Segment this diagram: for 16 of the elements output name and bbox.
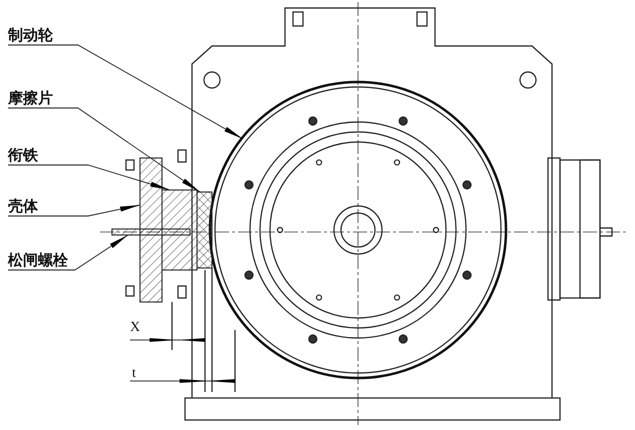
- part-label: 衔铁: [8, 146, 38, 165]
- leader-line: [8, 108, 200, 192]
- part-label: 壳体: [8, 197, 38, 216]
- leader-line: [8, 234, 128, 270]
- leader-line: [8, 204, 140, 216]
- release-bolt: [112, 228, 190, 236]
- leader-line: [8, 164, 170, 190]
- armature: [162, 190, 198, 270]
- leader-line: [8, 44, 244, 140]
- part-label: 摩擦片: [8, 89, 53, 108]
- part-label: 松闸螺栓: [8, 251, 68, 270]
- dimension-label: t: [132, 366, 136, 382]
- housing-plate: [140, 158, 162, 302]
- part-label: 制动轮: [8, 26, 53, 45]
- dimension-label: X: [130, 320, 140, 336]
- friction-pad: [196, 192, 212, 268]
